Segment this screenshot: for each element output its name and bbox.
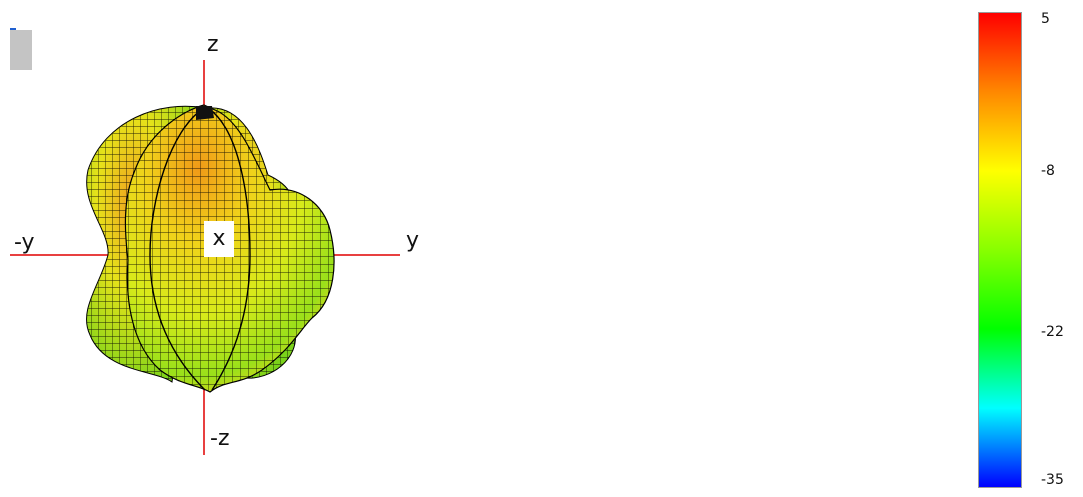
colorbar-tick-min: -35 [1041,472,1064,488]
view-indicator-mark [10,28,16,30]
colorbar [978,12,1022,488]
view-control-handle[interactable] [10,30,32,70]
z-axis-label: z [207,32,219,57]
colorbar-tick-max: 5 [1041,11,1050,27]
colorbar-tick-upper: -8 [1041,163,1055,179]
x-axis-label: x [204,221,234,257]
neg-y-axis-label: -y [14,230,35,255]
colorbar-tick-lower: -22 [1041,324,1064,340]
y-axis-label: y [406,228,420,253]
neg-z-axis-label: -z [210,426,230,451]
